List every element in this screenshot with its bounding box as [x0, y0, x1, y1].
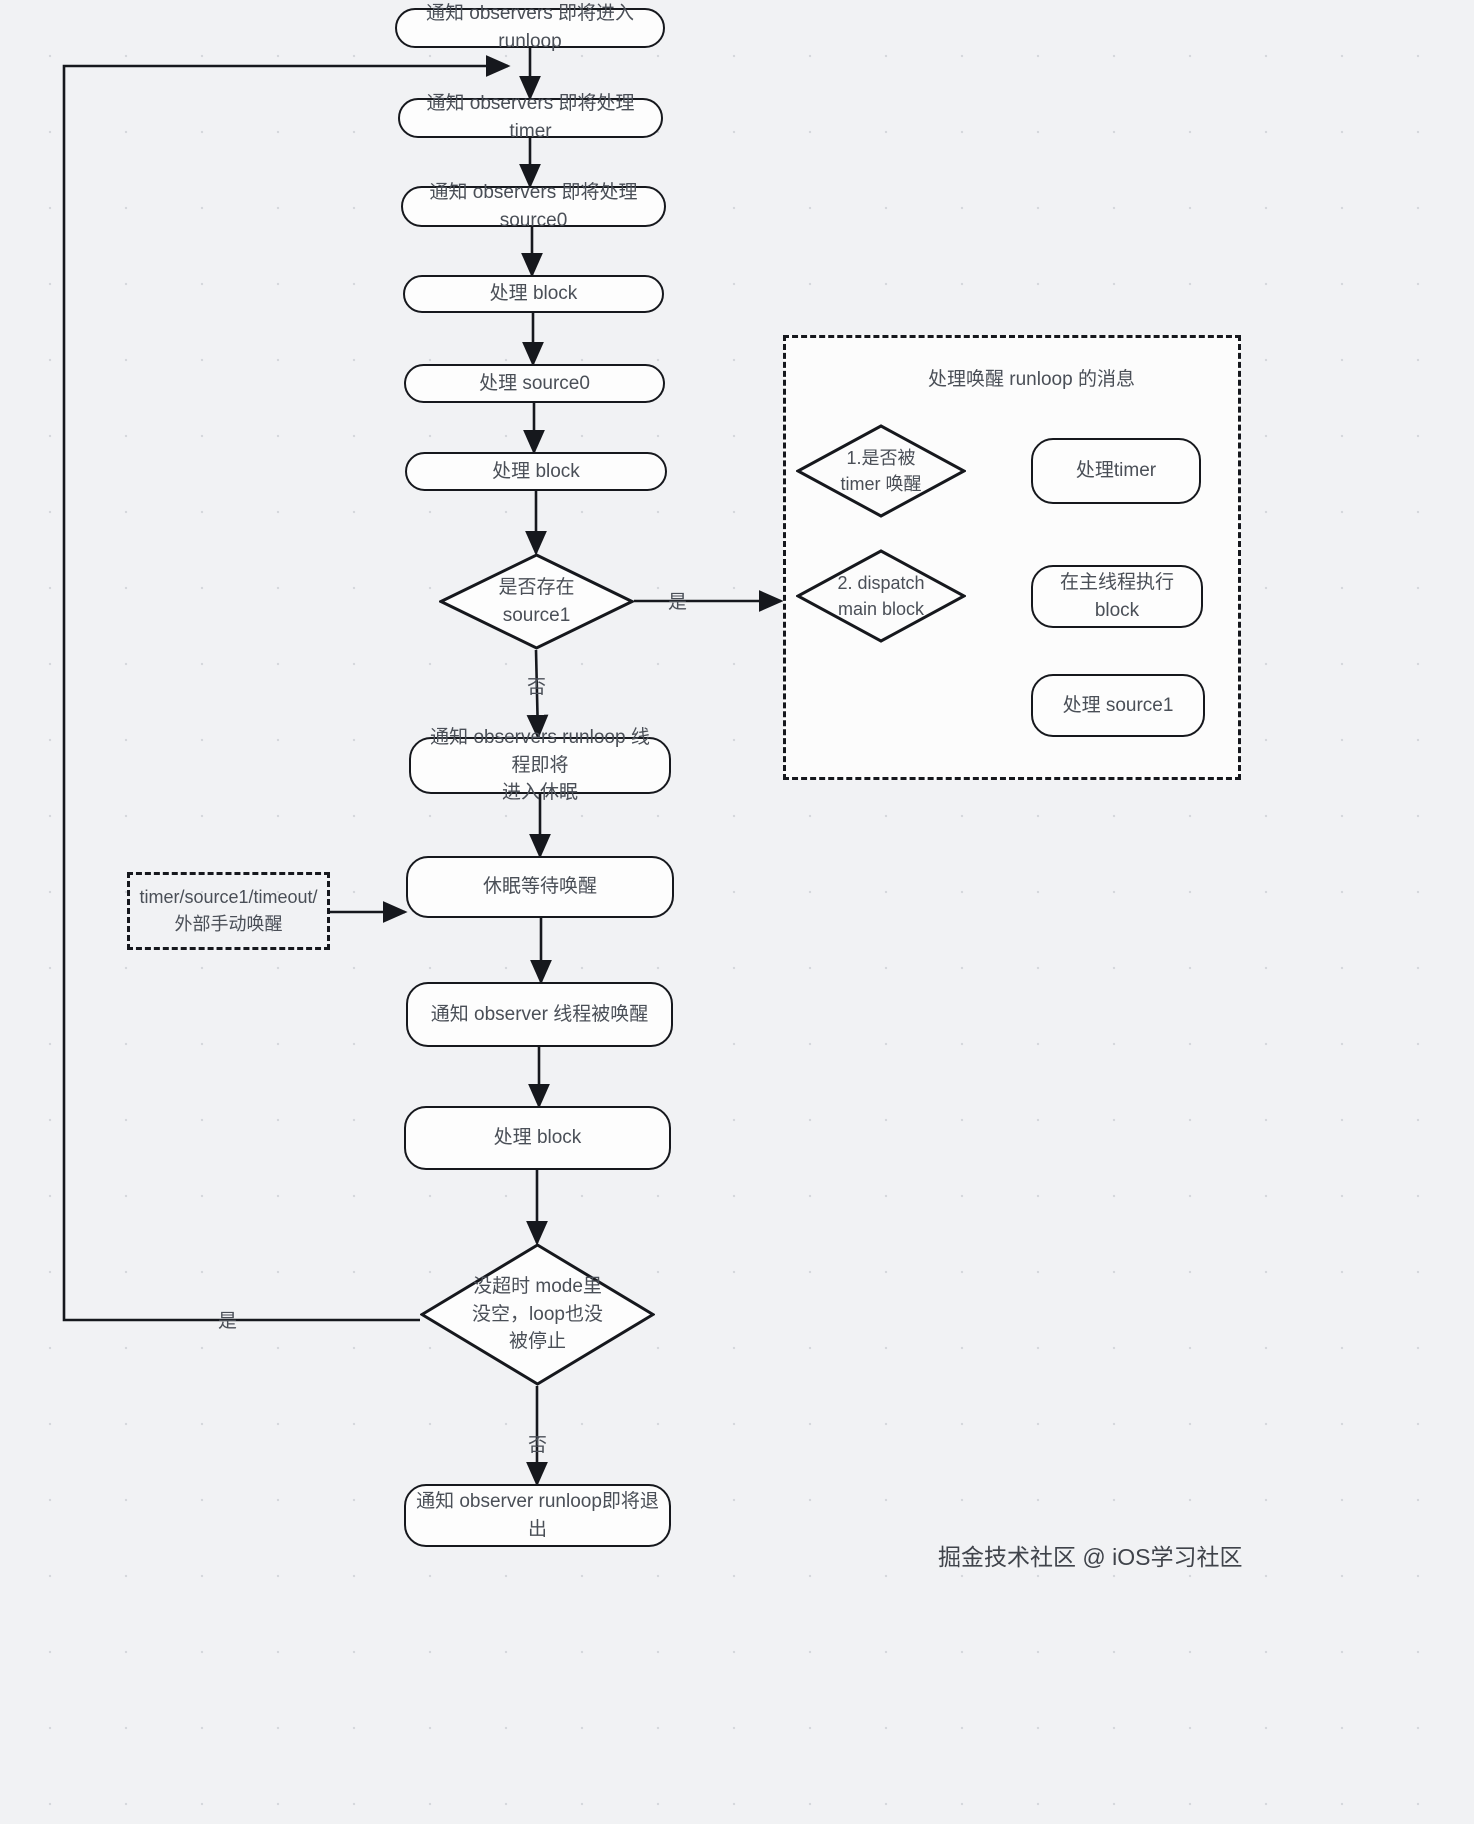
diamond-shape [796, 424, 966, 518]
node-handle-block-3: 处理 block [404, 1106, 671, 1170]
decision-loop-continue-label: 没超时 mode里 没空，loop也没 被停止 [472, 1276, 603, 1353]
edge-label-source1-yes: 是 [668, 592, 688, 613]
node-notify-runloop-exit: 通知 observer runloop即将退出 [404, 1484, 671, 1547]
decision-woken-by-timer-label: 1.是否被 timer 唤醒 [840, 447, 922, 494]
edge-label-loop-yes: 是 [218, 1311, 238, 1332]
node-notify-thread-awake: 通知 observer 线程被唤醒 [406, 982, 673, 1047]
node-handle-source0: 处理 source0 [404, 364, 665, 403]
decision-woken-by-timer: 1.是否被 timer 唤醒 [796, 424, 966, 518]
diamond-shape [439, 553, 634, 650]
node-sleep-wait-wakeup: 休眠等待唤醒 [406, 856, 674, 918]
diamond-shape [796, 549, 966, 643]
node-notify-will-handle-timer: 通知 observers 即将处理 timer [398, 93, 663, 142]
watermark: 掘金技术社区 @ iOS学习社区 [938, 1544, 1243, 1570]
node-handle-timer: 处理timer [1031, 438, 1201, 504]
decision-loop-continue: 没超时 mode里 没空，loop也没 被停止 [420, 1243, 655, 1386]
node-handle-block-1: 处理 block [403, 275, 664, 313]
decision-dispatch-main-block-label: 2. dispatch main block [837, 572, 925, 619]
decision-source1-exists: 是否存在 source1 [439, 553, 634, 650]
node-handle-source1: 处理 source1 [1031, 674, 1205, 737]
wakeup-handling-group-title: 处理唤醒 runloop 的消息 [928, 369, 1135, 390]
node-notify-will-sleep: 通知 observers runloop 线程即将 进入休眠 [409, 727, 671, 803]
node-handle-block-2: 处理 block [405, 452, 667, 491]
node-execute-block-on-main-thread: 在主线程执行block [1031, 565, 1203, 628]
node-notify-enter-runloop: 通知 observers 即将进入 runloop [395, 3, 665, 52]
note-wakeup-sources: timer/source1/timeout/ 外部手动唤醒 [127, 872, 330, 950]
edge-label-source1-no: 否 [527, 677, 547, 698]
diamond-shape [420, 1243, 655, 1386]
node-notify-will-handle-source0: 通知 observers 即将处理 source0 [401, 182, 666, 231]
edge-label-loop-no: 否 [528, 1435, 548, 1456]
decision-source1-exists-label: 是否存在 source1 [498, 576, 575, 626]
decision-dispatch-main-block: 2. dispatch main block [796, 549, 966, 643]
